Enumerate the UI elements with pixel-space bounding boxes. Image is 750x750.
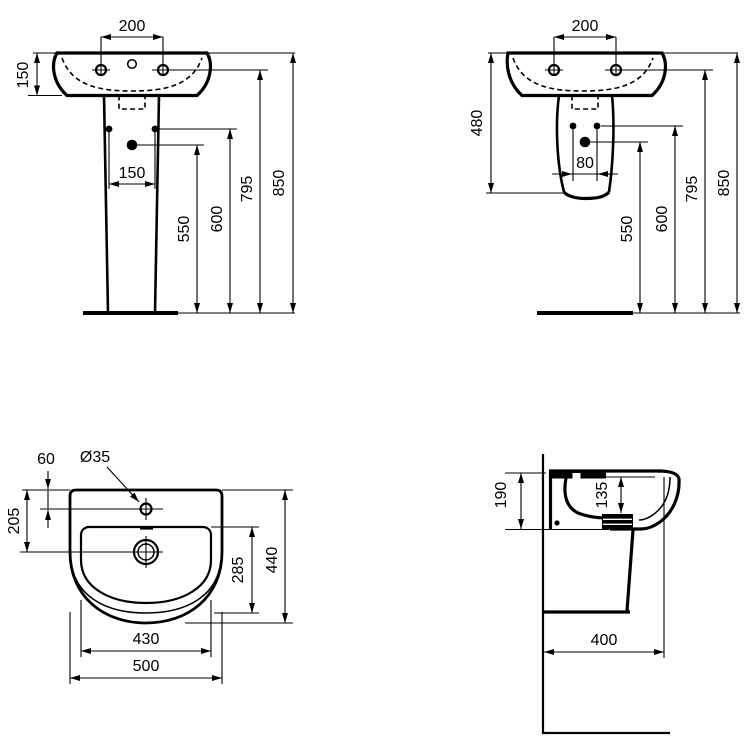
- dimension-lines: [34, 34, 296, 314]
- pedestal-left-edge: [102, 95, 110, 314]
- tap-hole-void: [572, 473, 581, 485]
- extension-lines: [28, 37, 295, 314]
- fixing-hole-right: [151, 125, 159, 133]
- tap-hole-right: [609, 63, 623, 77]
- front-shell-inner: [638, 476, 671, 521]
- dim-label-mounting-depth: 400: [591, 632, 618, 649]
- bowl-interior-profile: [563, 477, 611, 520]
- dimension-lines: [518, 472, 665, 655]
- basin-outline: [51, 51, 213, 98]
- extension-lines: [20, 489, 293, 684]
- semi-pedestal-left-edge: [555, 95, 566, 193]
- semi-pedestal-right-edge: [607, 95, 615, 193]
- extension-lines: [505, 472, 665, 658]
- dim-label-tap-edge-offset: 60: [37, 451, 55, 468]
- dim-label-drain-edge-offset: 205: [6, 508, 23, 535]
- dimension-labels: 200 480 80 550 600 795 850: [469, 18, 733, 242]
- dim-label-fixing-hole-spacing: 80: [576, 155, 594, 172]
- dim-label-tap-spacing: 200: [119, 18, 146, 35]
- wall-and-floor-line: [541, 454, 670, 735]
- dim-label-bowl-depth: 135: [594, 482, 611, 509]
- pedestal-notch-hidden: [118, 95, 146, 110]
- basin-underside-curve: [70, 559, 222, 614]
- overflow-hole: [126, 58, 138, 70]
- front-shell-outer: [610, 469, 681, 531]
- dim-label-tap-height: 795: [684, 176, 701, 203]
- fixing-hole-right: [593, 122, 601, 130]
- fixing-hole: [554, 520, 560, 526]
- tap-hole-left: [547, 63, 561, 77]
- dim-label-tap-spacing: 200: [572, 18, 599, 35]
- dim-label-tap-height: 795: [239, 176, 256, 203]
- dim-label-tap-hole-diameter: Ø35: [80, 449, 110, 466]
- view-front-pedestal: 200 150 150 550 600 795 850: [15, 18, 296, 315]
- tap-hole: [139, 502, 153, 516]
- dim-label-fixing-height: 600: [654, 206, 671, 233]
- dim-label-overall-depth: 440: [264, 547, 281, 574]
- drain-trap-section: [602, 514, 633, 530]
- pedestal-front-edge: [625, 529, 635, 612]
- dim-label-bowl-width: 430: [133, 631, 160, 648]
- drain-outer: [132, 538, 160, 566]
- dimension-labels: 200 150 150 550 600 795 850: [15, 18, 288, 242]
- semi-pedestal-bottom: [562, 190, 611, 201]
- fixing-hole-left: [105, 125, 113, 133]
- dim-label-bowl-length: 285: [230, 557, 247, 584]
- dim-label-drain-height: 550: [176, 216, 193, 243]
- dim-label-rim-height: 850: [271, 170, 288, 197]
- view-side: 190 135 400: [493, 454, 681, 735]
- tap-hole-left: [94, 63, 108, 77]
- extension-lines: [486, 37, 740, 314]
- view-front-semi-pedestal: 200 480 80 550 600 795 850: [469, 18, 740, 315]
- bowl-outline: [79, 525, 213, 605]
- drain-inner: [137, 543, 155, 561]
- dim-label-fixing-hole-spacing: 150: [119, 165, 146, 182]
- dimension-labels: 60 Ø35 205 285 440 430 500: [6, 449, 281, 675]
- dim-label-drain-height: 550: [619, 216, 636, 243]
- basin-outer-outline: [68, 488, 224, 625]
- basin-section: [544, 469, 681, 614]
- dimension-lines: [24, 466, 288, 681]
- dim-label-semi-pedestal-height: 480: [469, 110, 486, 137]
- drain-hole: [579, 136, 591, 148]
- dimension-labels: 190 135 400: [493, 482, 617, 649]
- basin-outline: [505, 51, 668, 98]
- dim-label-fixing-height: 600: [209, 206, 226, 233]
- dim-label-rim-height: 850: [716, 170, 733, 197]
- view-top: 60 Ø35 205 285 440 430 500: [6, 449, 293, 684]
- tap-hole-right: [156, 63, 170, 77]
- drain-hole: [126, 139, 138, 151]
- basin-bowl-hidden-outline: [512, 57, 654, 92]
- fixing-hole-left: [569, 122, 577, 130]
- dim-label-apron-height: 190: [493, 482, 510, 509]
- basin-bowl-hidden-outline: [61, 57, 203, 92]
- dim-label-overall-width: 500: [133, 658, 160, 675]
- dim-label-basin-height: 150: [15, 62, 32, 89]
- pedestal-right-edge: [153, 95, 161, 314]
- pedestal-notch-hidden: [571, 95, 599, 110]
